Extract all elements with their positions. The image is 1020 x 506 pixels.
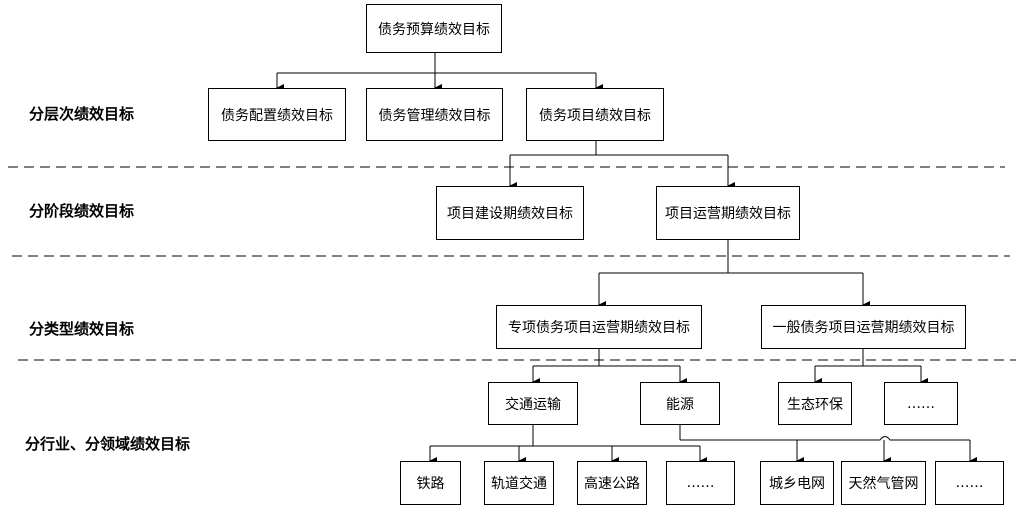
node-project: 债务项目绩效目标: [526, 88, 664, 141]
node-transport: 交通运输: [488, 382, 578, 425]
node-operation: 项目运营期绩效目标: [656, 186, 800, 240]
node-rail-transit: 轨道交通: [484, 461, 554, 505]
node-allocation: 债务配置绩效目标: [208, 88, 346, 141]
node-highway: 高速公路: [577, 461, 647, 505]
node-transport-more: ……: [666, 461, 735, 505]
node-general: 一般债务项目运营期绩效目标: [761, 305, 966, 349]
node-management: 债务管理绩效目标: [366, 88, 503, 141]
node-root: 债务预算绩效目标: [366, 4, 502, 53]
node-type-more: ……: [884, 382, 958, 425]
level-label-stage: 分阶段绩效目标: [29, 202, 135, 220]
node-power-grid: 城乡电网: [760, 461, 834, 505]
node-energy: 能源: [640, 382, 720, 425]
node-gas-pipeline: 天然气管网: [841, 461, 926, 505]
node-special: 专项债务项目运营期绩效目标: [496, 305, 702, 349]
node-energy-more: ……: [935, 461, 1004, 505]
node-construction: 项目建设期绩效目标: [436, 186, 584, 240]
level-label-hierarchy: 分层次绩效目标: [29, 105, 135, 123]
node-railway: 铁路: [400, 461, 461, 505]
level-label-type: 分类型绩效目标: [29, 320, 135, 338]
node-ecology: 生态环保: [778, 382, 852, 425]
level-label-industry: 分行业、分领域绩效目标: [25, 435, 191, 453]
